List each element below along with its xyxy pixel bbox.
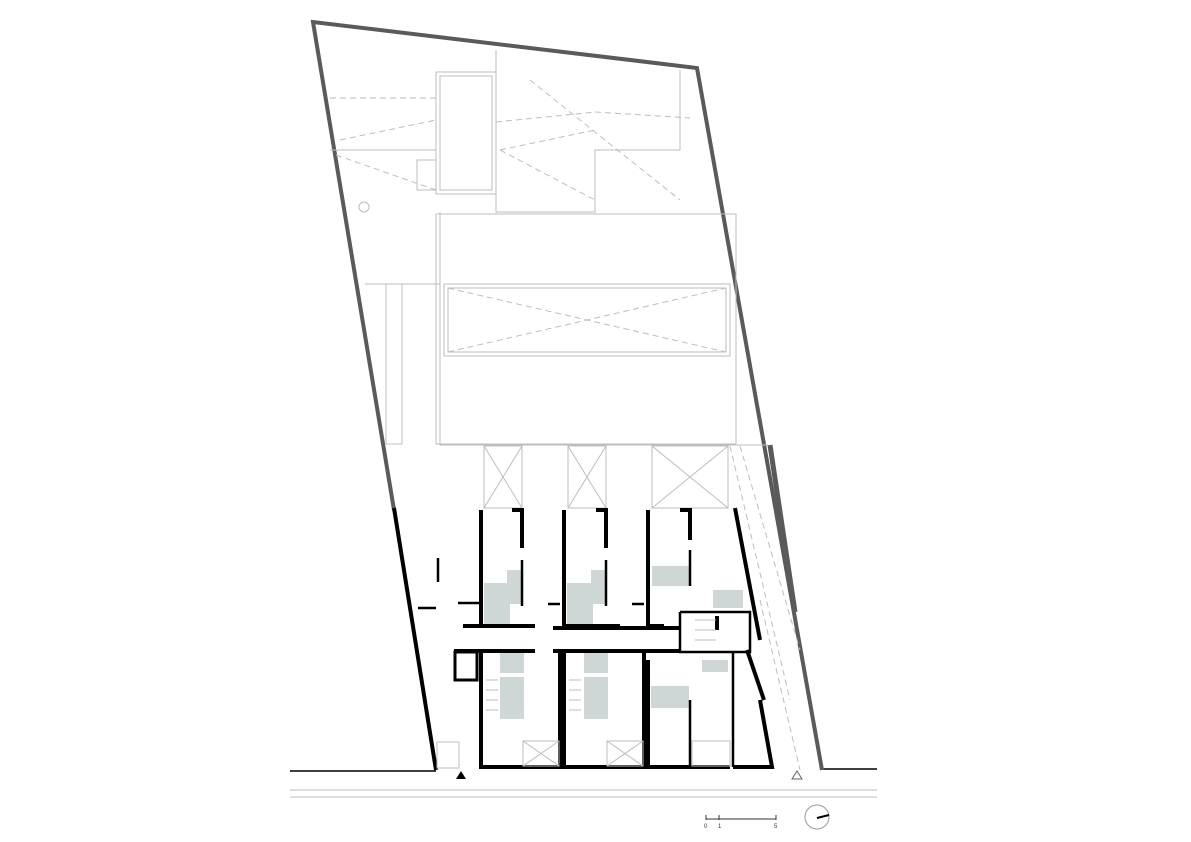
entrance-triangle-icon-secondary xyxy=(791,770,803,780)
street-lines xyxy=(290,768,877,798)
upper-courtyard-outlines xyxy=(330,50,768,446)
site-boundary xyxy=(310,19,824,771)
scale-label-1: 1 xyxy=(718,824,722,830)
wet-rooms xyxy=(484,566,743,719)
scale-label-5: 5 xyxy=(774,824,778,830)
walls xyxy=(418,507,775,769)
scale-label-0: 0 xyxy=(704,824,708,830)
stairs xyxy=(486,619,716,711)
entrance-triangle-icon xyxy=(456,771,466,779)
scale-bar: 0 1 5 xyxy=(704,815,778,830)
north-arrow-icon xyxy=(804,804,830,830)
balconies xyxy=(436,740,731,769)
